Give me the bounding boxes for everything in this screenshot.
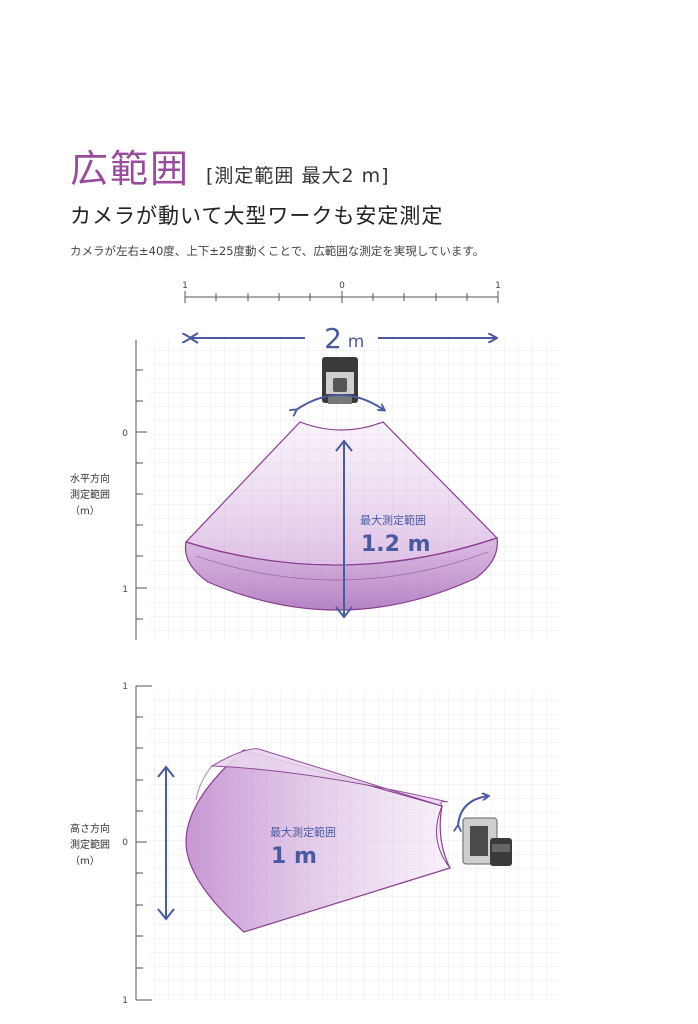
volume-near-edge [436, 805, 451, 869]
horizontal-diagram: 1 0 1 2 m 0 1 水平方向 測定範囲 （m） [70, 281, 560, 640]
top-scale-label-right: 1 [495, 281, 501, 291]
title-range: [測定範囲 最大2 m] [206, 165, 390, 187]
width-value: 2 [324, 322, 342, 355]
axis-2-title-line1: 高さ方向 [70, 822, 110, 835]
subtitle: カメラが動いて大型ワークも安定測定 [70, 204, 444, 228]
left-axis [135, 340, 147, 640]
range-value: 1.2 m [361, 532, 431, 557]
left-axis-2-tick-mid: 0 [122, 838, 128, 848]
left-axis-tick-0: 0 [122, 429, 128, 439]
rotation-arrow-vertical [458, 796, 488, 826]
camera-icon [322, 357, 358, 404]
range-value-2: 1 m [271, 844, 317, 869]
measurement-volume-side [185, 749, 451, 933]
width-unit: m [348, 332, 365, 352]
axis-title-line3: （m） [70, 505, 100, 517]
rotation-arrow-horizontal [296, 394, 384, 410]
left-axis-2-tick-bottom: 1 [122, 996, 128, 1006]
range-label: 最大測定範囲 [360, 513, 426, 527]
top-scale [184, 291, 499, 303]
axis-title-line2: 測定範囲 [70, 488, 110, 501]
axis-title-line1: 水平方向 [70, 472, 110, 485]
left-axis-2 [135, 685, 152, 1001]
depth-arrowheads [335, 439, 353, 619]
description: カメラが左右±40度、上下±25度動くことで、広範囲な測定を実現しています。 [70, 244, 485, 258]
vertical-diagram: 1 0 1 高さ方向 測定範囲 （m） 最大測定範囲 1 m [70, 682, 560, 1006]
volume-top-face [210, 748, 449, 807]
height-arrowheads [157, 765, 175, 921]
top-scale-label-center: 0 [339, 281, 345, 291]
page-title: 広範囲 [測定範囲 最大2 m] [70, 138, 390, 193]
fan-inner-edge [195, 551, 489, 581]
width-arrowhead-left [189, 332, 199, 344]
axis-2-title-line2: 測定範囲 [70, 838, 110, 851]
axis-2-title-line3: （m） [70, 855, 100, 867]
volume-back-edge [195, 765, 213, 801]
top-scale-label-left: 1 [182, 281, 188, 291]
left-axis-tick-1: 1 [122, 585, 128, 595]
measurement-fan-band [184, 537, 498, 611]
range-label-2: 最大測定範囲 [270, 825, 336, 839]
title-main: 広範囲 [70, 147, 191, 191]
left-axis-2-tick-top: 1 [122, 682, 128, 692]
